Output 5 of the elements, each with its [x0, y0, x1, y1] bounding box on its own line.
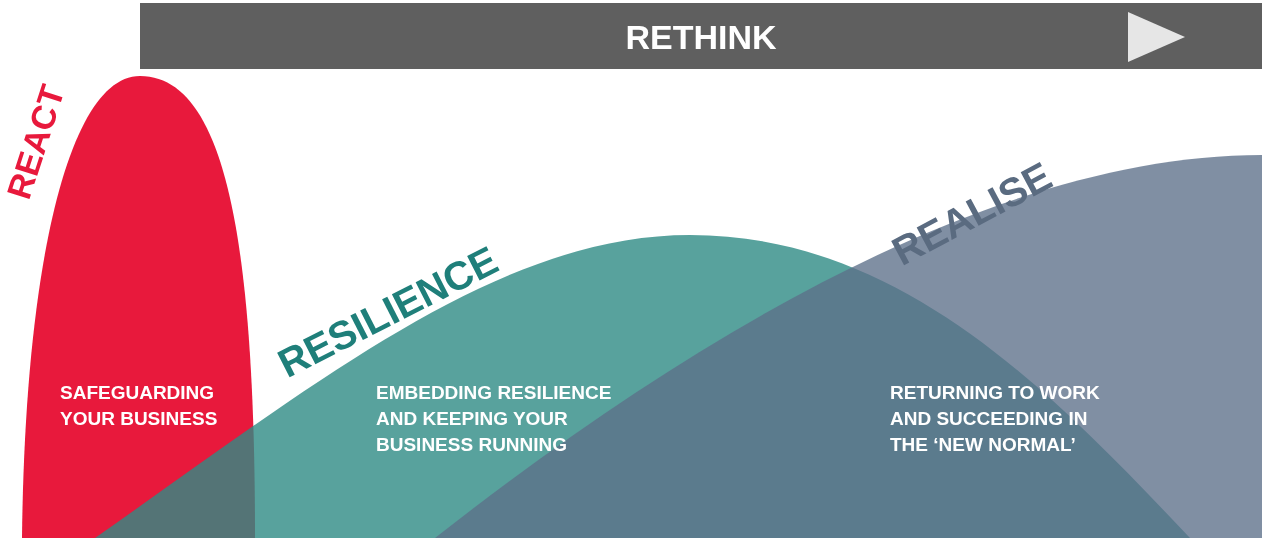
phase-description: SAFEGUARDING YOUR BUSINESS — [60, 381, 219, 431]
phase-title: REACT — [0, 80, 73, 204]
phase-description: EMBEDDING RESILIENCE AND KEEPING YOUR BUSINESS RUNNING — [376, 381, 613, 457]
phase-description: RETURNING TO WORK AND SUCCEEDING IN THE ‘NEW NORMAL’ — [890, 381, 1101, 457]
bar-title: RETHINK — [625, 17, 777, 57]
